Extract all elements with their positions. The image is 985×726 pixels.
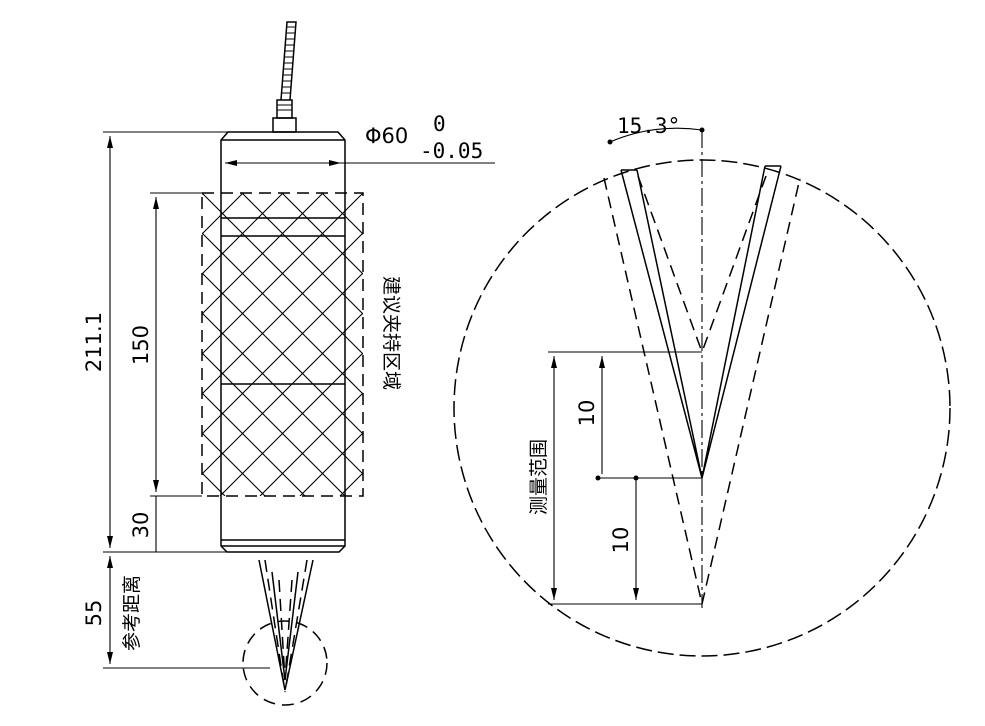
grip-area — [201, 192, 364, 497]
dimension-grip-length: 150 — [129, 192, 202, 497]
range-upper-label: 10 — [575, 400, 599, 427]
tolerance-upper: 0 — [433, 112, 446, 136]
ref-distance-label: 参考距离 — [121, 575, 143, 651]
probe-cone — [242, 559, 328, 706]
range-dimensions: 测量范围 10 10 — [528, 351, 702, 605]
sensor-side-view: 211.1 150 30 55 参考距离 Φ60 0 -0.05 — [82, 21, 495, 706]
range-label: 测量范围 — [528, 439, 550, 515]
length-grip-label: 150 — [129, 325, 153, 365]
tolerance-lower: -0.05 — [420, 139, 483, 163]
dimension-total-length: 211.1 — [82, 131, 228, 553]
sensor-body — [220, 131, 346, 553]
ref-distance-value: 55 — [82, 600, 106, 627]
cable — [272, 21, 297, 133]
grip-area-label: 建议夹持区域 — [380, 276, 402, 390]
range-lower-label: 10 — [609, 527, 633, 554]
dimension-diameter: Φ60 0 -0.05 — [225, 112, 495, 166]
angle-label: 15.3° — [617, 114, 680, 138]
length-bottom-label: 30 — [129, 512, 153, 539]
angle-dimension: 15.3° — [607, 114, 705, 145]
dimension-bottom-length: 30 — [129, 496, 157, 552]
diameter-label: Φ60 — [365, 124, 408, 148]
dimension-reference-distance: 55 参考距离 — [82, 556, 270, 669]
cone-solid-edges — [620, 165, 782, 479]
length-total-label: 211.1 — [82, 312, 106, 372]
detail-view: 15.3° 测量范围 10 10 — [453, 114, 951, 657]
